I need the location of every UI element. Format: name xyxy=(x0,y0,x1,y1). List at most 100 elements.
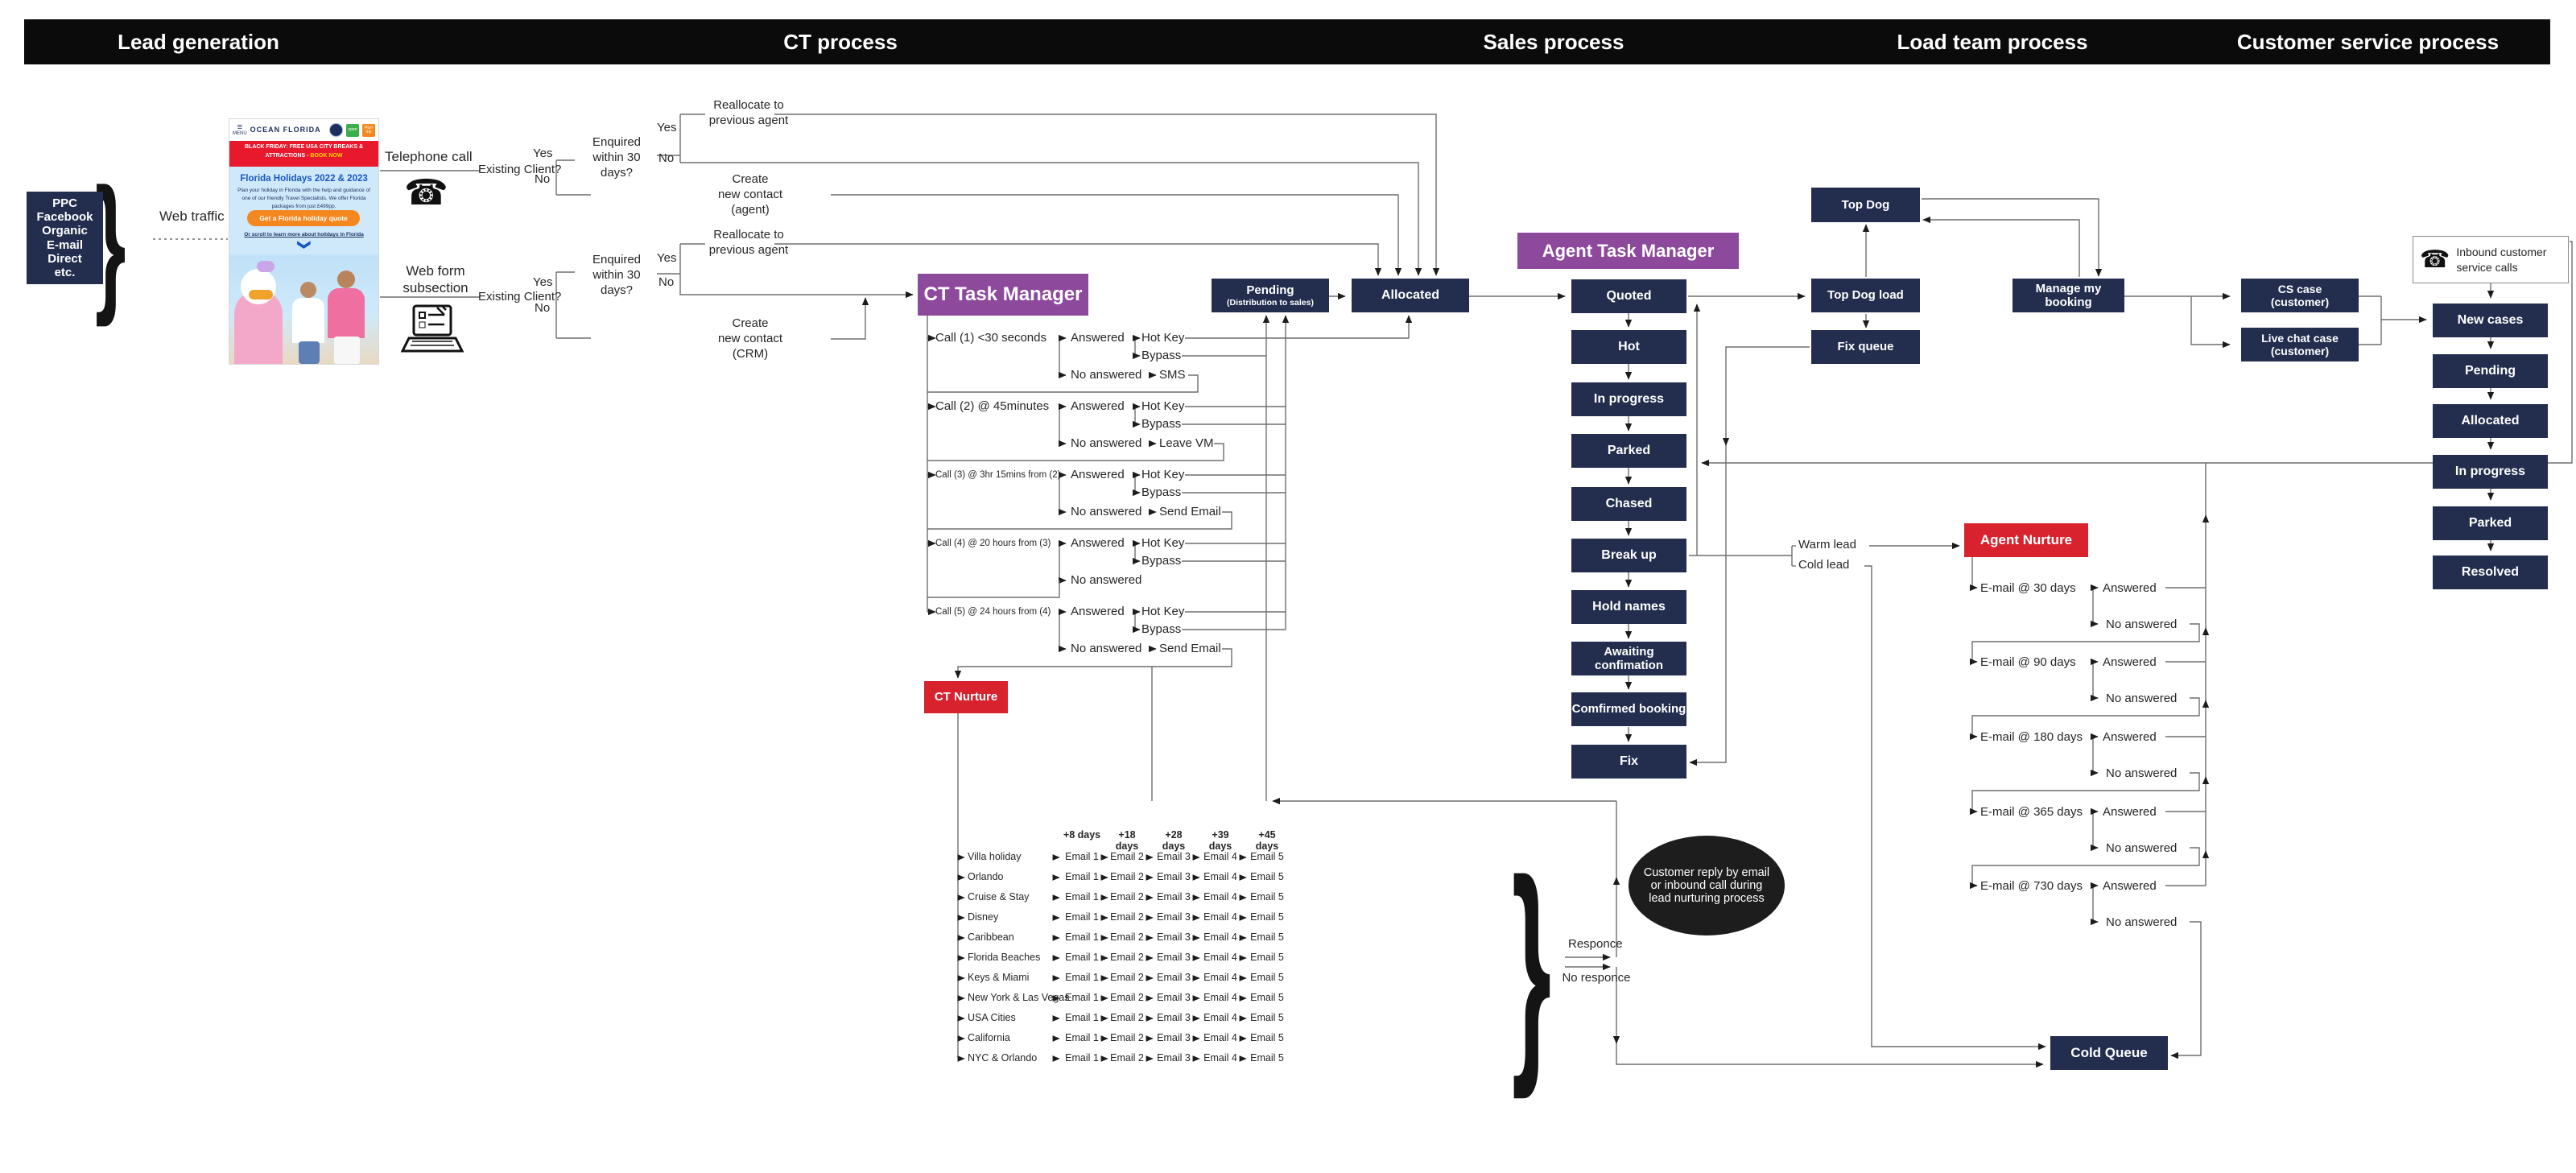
responce-label: Responce xyxy=(1568,937,1623,951)
answered-label: Answered xyxy=(2103,805,2157,819)
call-row: Call (2) @ 45minutes Answered Hot Key By… xyxy=(934,397,1304,465)
agent-email-label: E-mail @ 730 days xyxy=(1980,879,2083,893)
bypass-label: Bypass xyxy=(1141,417,1182,431)
sales-stage-box: In progress xyxy=(1571,382,1686,416)
enquired-30-days-phone: Enquired within 30 days? xyxy=(592,135,642,180)
plan-trip-button[interactable]: Plan trip xyxy=(362,123,375,137)
open-phone-button[interactable]: open xyxy=(346,123,359,137)
telephone-icon: ☎ xyxy=(404,173,448,213)
email-step: Email 1 xyxy=(1065,1032,1099,1043)
email-step: Email 1 xyxy=(1065,871,1099,882)
email-step: Email 1 xyxy=(1065,992,1099,1003)
email-step: Email 5 xyxy=(1250,1012,1284,1023)
email-step: Email 5 xyxy=(1250,851,1284,862)
no-answered-label: No answered xyxy=(1071,642,1142,655)
email-step: Email 2 xyxy=(1110,1032,1144,1043)
sales-stage-box: Awaiting confimation xyxy=(1571,642,1686,675)
call-cadence-rows: Call (1) <30 seconds Answered Hot Key By… xyxy=(934,328,1304,671)
nurture-row: California Email 1 Email 2 Email 3 Email… xyxy=(948,1029,1294,1049)
sales-stage-box: Hot xyxy=(1571,330,1686,364)
telephone-call-label: Telephone call xyxy=(385,149,473,164)
email-step: Email 3 xyxy=(1157,952,1191,963)
answered-label: Answered xyxy=(2103,655,2157,669)
cs-stage-box: Parked xyxy=(2433,506,2548,540)
agent-email-label: E-mail @ 30 days xyxy=(1980,581,2076,595)
customer-reply-note: Customer reply by email or inbound call … xyxy=(1629,836,1785,936)
email-step: Email 1 xyxy=(1065,1012,1099,1023)
menu-item[interactable]: ≡MENU xyxy=(233,122,247,136)
cs-stage-box: Pending xyxy=(2433,354,2548,388)
bypass-label: Bypass xyxy=(1141,485,1182,499)
day-header: +45 days xyxy=(1255,829,1279,852)
email-step: Email 5 xyxy=(1250,931,1284,943)
no-answered-label: No answered xyxy=(2106,766,2178,780)
email-step: Email 1 xyxy=(1065,952,1099,963)
web-traffic-label: Web traffic xyxy=(159,209,225,224)
agent-email-label: E-mail @ 90 days xyxy=(1980,655,2076,669)
nurture-row: Disney Email 1 Email 2 Email 3 Email 4 E… xyxy=(948,908,1294,928)
hot-key-label: Hot Key xyxy=(1141,536,1185,550)
email-step: Email 2 xyxy=(1110,952,1144,963)
no-answered-label: No answered xyxy=(1071,505,1142,518)
answered-label: Answered xyxy=(1071,331,1125,345)
email-step: Email 2 xyxy=(1110,1012,1144,1023)
yes-label: Yes xyxy=(533,275,553,289)
email-step: Email 4 xyxy=(1203,952,1237,963)
sales-stage-box: Fix xyxy=(1571,745,1686,779)
hamburger-icon[interactable]: ≡ xyxy=(237,122,243,132)
email-step: Email 3 xyxy=(1157,851,1191,862)
email-step: Email 2 xyxy=(1110,1052,1144,1064)
no-label: No xyxy=(535,172,551,186)
hot-key-label: Hot Key xyxy=(1141,331,1185,345)
nurture-row: Orlando Email 1 Email 2 Email 3 Email 4 … xyxy=(948,868,1294,888)
bypass-label: Bypass xyxy=(1141,554,1182,568)
yes-label: Yes xyxy=(657,251,677,265)
call-outcome-label: SMS xyxy=(1159,368,1186,382)
nurture-category: NYC & Orlando xyxy=(968,1052,1038,1064)
email-step: Email 2 xyxy=(1110,911,1144,923)
answered-label: Answered xyxy=(1071,536,1125,550)
enquired-30-days-web: Enquired within 30 days? xyxy=(592,253,642,297)
email-step: Email 3 xyxy=(1157,1052,1191,1064)
nurture-category: Florida Beaches xyxy=(968,952,1041,963)
sales-stage-box: Quoted xyxy=(1571,279,1686,313)
holiday-quote-button[interactable]: Get a Florida holiday quote xyxy=(247,210,360,226)
call-label: Call (5) @ 24 hours from (4) xyxy=(935,607,1051,617)
pending-distribution-box: Pending (Distribution to sales) xyxy=(1212,279,1329,312)
scroll-link[interactable]: Or scroll to learn more about holidays i… xyxy=(244,232,364,237)
email-step: Email 2 xyxy=(1110,891,1144,902)
day-header: +39 days xyxy=(1208,829,1232,852)
site-logo[interactable]: OCEAN FLORIDA xyxy=(250,126,321,134)
answered-label: Answered xyxy=(1071,399,1125,413)
inbound-calls-box: ☎ Inbound customer service calls xyxy=(2413,236,2569,283)
hot-key-label: Hot Key xyxy=(1141,399,1185,413)
nurture-category: USA Cities xyxy=(968,1012,1016,1023)
email-step: Email 2 xyxy=(1110,972,1144,983)
cold-queue-box: Cold Queue xyxy=(2050,1036,2168,1070)
email-step: Email 5 xyxy=(1250,911,1284,923)
call-outcome-label: Send Email xyxy=(1159,642,1221,655)
email-step: Email 3 xyxy=(1157,1012,1191,1023)
sales-stage-box: Hold names xyxy=(1571,590,1686,624)
lane-ct-process: CT process xyxy=(373,19,1311,64)
day-header: +28 days xyxy=(1162,829,1186,852)
email-step: Email 3 xyxy=(1157,891,1191,902)
email-step: Email 3 xyxy=(1157,1032,1191,1043)
lane-sales-process: Sales process xyxy=(1308,19,1802,64)
email-step: Email 1 xyxy=(1065,891,1099,902)
agent-email-label: E-mail @ 180 days xyxy=(1980,730,2083,744)
nurture-email-grid: Villa holiday Email 1 Email 2 Email 3 Em… xyxy=(948,848,1294,1069)
call-label: Call (1) <30 seconds xyxy=(935,331,1046,345)
agent-email-label: E-mail @ 365 days xyxy=(1980,805,2083,819)
reallocate-previous-agent-phone: Reallocate to previous agent xyxy=(708,98,789,127)
day-header: +8 days xyxy=(1063,829,1101,841)
email-step: Email 2 xyxy=(1110,992,1144,1003)
ct-task-manager-box: CT Task Manager xyxy=(918,274,1088,316)
email-step: Email 1 xyxy=(1065,931,1099,943)
fix-queue-box: Fix queue xyxy=(1811,330,1920,364)
nurture-row: New York & Las Vegas Email 1 Email 2 Ema… xyxy=(948,989,1294,1009)
top-dog-box: Top Dog xyxy=(1811,188,1920,222)
black-friday-banner[interactable]: BLACK FRIDAY: FREE USA CITY BREAKS & ATT… xyxy=(229,141,378,167)
nurture-row: Keys & Miami Email 1 Email 2 Email 3 Ema… xyxy=(948,969,1294,989)
manage-my-booking-box: Manage my booking xyxy=(2013,279,2124,312)
